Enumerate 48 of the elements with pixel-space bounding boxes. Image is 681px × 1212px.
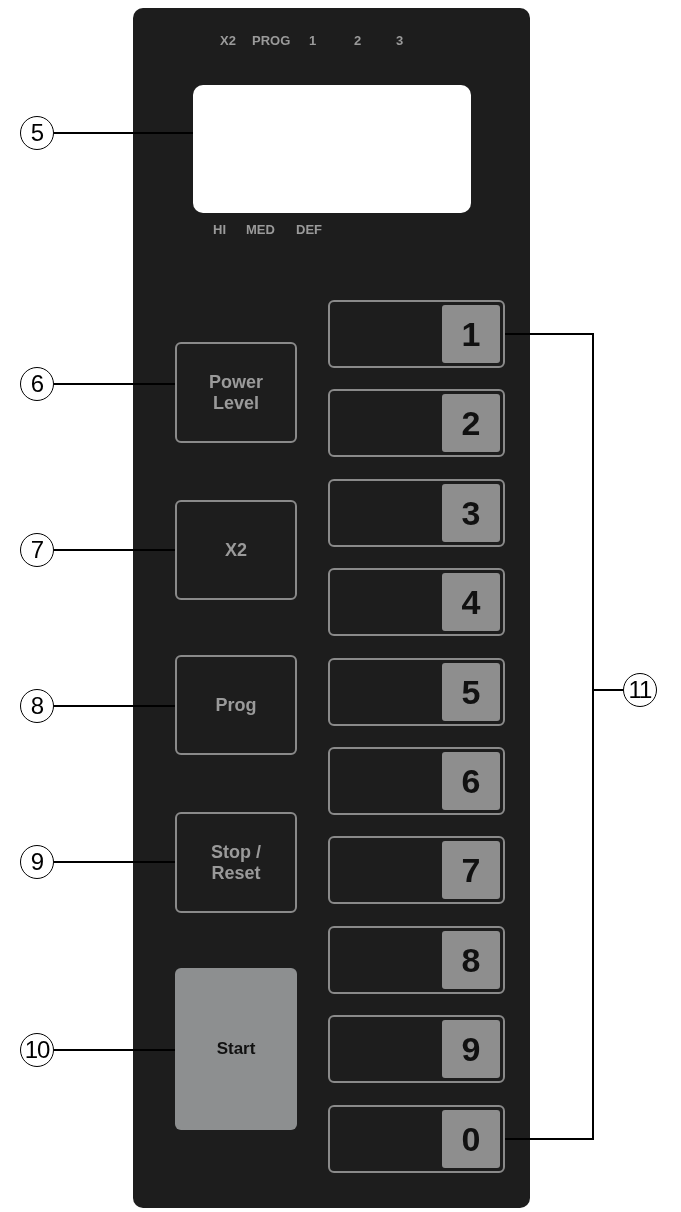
leader-line	[53, 861, 176, 863]
display-screen	[193, 85, 471, 213]
panel-button: Power Level	[175, 342, 297, 443]
indicator-label: X2	[220, 34, 236, 47]
number-key	[328, 1015, 505, 1083]
key-label: 5	[442, 663, 500, 721]
leader-line	[53, 705, 176, 707]
start-button: Start	[175, 968, 297, 1130]
number-key	[328, 389, 505, 457]
key-label: 9	[442, 1020, 500, 1078]
leader-line	[53, 1049, 176, 1051]
number-key	[328, 1105, 505, 1173]
callout-number: 10	[20, 1033, 54, 1067]
control-panel	[133, 8, 530, 1208]
key-label: 2	[442, 394, 500, 452]
panel-button: Stop / Reset	[175, 812, 297, 913]
callout-number: 9	[20, 845, 54, 879]
key-label: 4	[442, 573, 500, 631]
indicator-label: 1	[309, 34, 317, 47]
key-label: 3	[442, 484, 500, 542]
number-key	[328, 479, 505, 547]
key-label: 6	[442, 752, 500, 810]
leader-line	[53, 549, 176, 551]
number-key	[328, 658, 505, 726]
indicator-label: DEF	[296, 223, 322, 236]
leader-line	[53, 132, 194, 134]
indicator-label: 2	[354, 34, 362, 47]
leader-line	[53, 383, 176, 385]
key-label: 8	[442, 931, 500, 989]
key-label: 0	[442, 1110, 500, 1168]
panel-button: Prog	[175, 655, 297, 755]
number-key	[328, 747, 505, 815]
number-key	[328, 300, 505, 368]
indicator-label: MED	[246, 223, 275, 236]
callout-number: 7	[20, 533, 54, 567]
callout-number: 5	[20, 116, 54, 150]
indicator-label: HI	[213, 223, 226, 236]
indicator-label: PROG	[252, 34, 291, 47]
indicator-label: 3	[396, 34, 404, 47]
number-key	[328, 836, 505, 904]
callout-number: 11	[623, 673, 657, 707]
key-label: 7	[442, 841, 500, 899]
number-key	[328, 568, 505, 636]
number-key	[328, 926, 505, 994]
key-label: 1	[442, 305, 500, 363]
callout-number: 6	[20, 367, 54, 401]
callout-number: 8	[20, 689, 54, 723]
panel-button: X2	[175, 500, 297, 600]
